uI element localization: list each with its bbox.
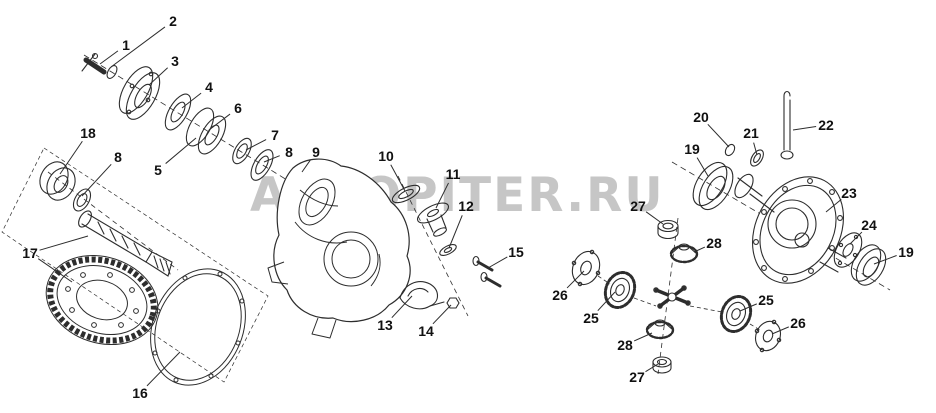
differential-housing (692, 90, 847, 284)
gasket (150, 268, 246, 386)
output-flange-and-bearing (833, 232, 887, 286)
carrier-housing (267, 158, 411, 339)
ring-gear (45, 254, 159, 346)
differential-internals (571, 219, 782, 374)
pinion-nose-parts (81, 52, 274, 181)
pinion-shaft-subassembly (39, 161, 173, 277)
